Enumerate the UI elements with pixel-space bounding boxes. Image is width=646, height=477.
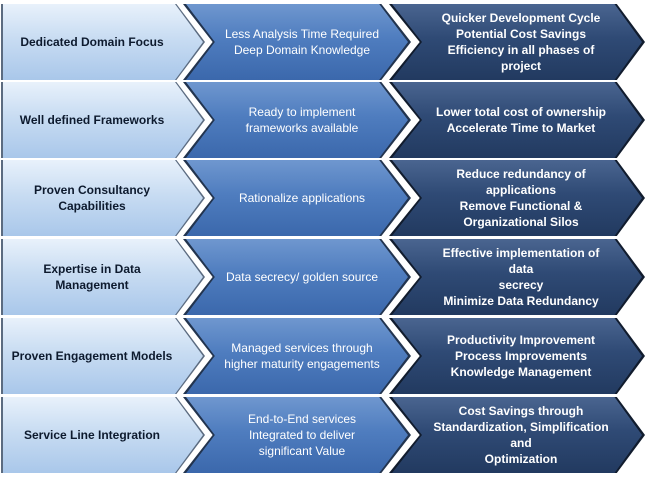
row-well-defined-frameworks: Well defined Frameworks Ready to impleme… (0, 82, 646, 158)
capability-label: Well defined Frameworks (19, 113, 165, 127)
capability-box: Expertise in Data Management (3, 239, 203, 315)
approach-arrow: Less Analysis Time Required Deep Domain … (186, 4, 408, 80)
approach-label: Data secrecy/ golden source (225, 270, 379, 284)
approach-label: Rationalize applications (238, 191, 366, 205)
benefit-label: Cost Savings through Standardization, Si… (433, 404, 609, 466)
approach-label: Managed services through higher maturity… (224, 341, 380, 371)
capability-label: Dedicated Domain Focus (20, 35, 164, 49)
capability-box: Proven Consultancy Capabilities (3, 160, 203, 236)
capability-label: Expertise in Data Management (43, 262, 141, 292)
approach-arrow: Rationalize applications (186, 160, 408, 236)
capability-label: Proven Consultancy Capabilities (33, 183, 151, 213)
approach-arrow: Ready to implement frameworks available (186, 82, 408, 158)
benefit-arrow: Cost Savings through Standardization, Si… (392, 397, 642, 473)
capability-box: Proven Engagement Models (3, 318, 203, 394)
capability-label: Proven Engagement Models (11, 349, 173, 363)
row-service-line-integration: Service Line Integration End-to-End serv… (0, 397, 646, 473)
benefit-arrow: Lower total cost of ownership Accelerate… (392, 82, 642, 158)
benefit-label: Productivity Improvement Process Improve… (446, 333, 596, 379)
approach-label: End-to-End services Integrated to delive… (247, 412, 357, 458)
benefit-arrow: Quicker Development Cycle Potential Cost… (392, 4, 642, 80)
approach-label: Ready to implement frameworks available (245, 105, 359, 135)
approach-arrow: End-to-End services Integrated to delive… (186, 397, 408, 473)
benefit-arrow: Effective implementation of data secrecy… (392, 239, 642, 315)
capability-label: Service Line Integration (23, 428, 161, 442)
benefit-label: Quicker Development Cycle Potential Cost… (441, 11, 601, 73)
approach-arrow: Managed services through higher maturity… (186, 318, 408, 394)
benefit-label: Effective implementation of data secrecy… (442, 246, 600, 308)
capability-box: Well defined Frameworks (3, 82, 203, 158)
approach-label: Less Analysis Time Required Deep Domain … (224, 27, 380, 57)
benefit-arrow: Productivity Improvement Process Improve… (392, 318, 642, 394)
capability-box: Dedicated Domain Focus (3, 4, 203, 80)
capability-box: Service Line Integration (3, 397, 203, 473)
row-proven-consultancy-capabilities: Proven Consultancy Capabilities Rational… (0, 160, 646, 236)
row-proven-engagement-models: Proven Engagement Models Managed service… (0, 318, 646, 394)
benefit-label: Reduce redundancy of applications Remove… (456, 167, 586, 229)
approach-arrow: Data secrecy/ golden source (186, 239, 408, 315)
benefit-arrow: Reduce redundancy of applications Remove… (392, 160, 642, 236)
row-dedicated-domain-focus: Dedicated Domain Focus Less Analysis Tim… (0, 4, 646, 80)
row-expertise-in-data-management: Expertise in Data Management Data secrec… (0, 239, 646, 315)
benefit-label: Lower total cost of ownership Accelerate… (435, 105, 606, 135)
